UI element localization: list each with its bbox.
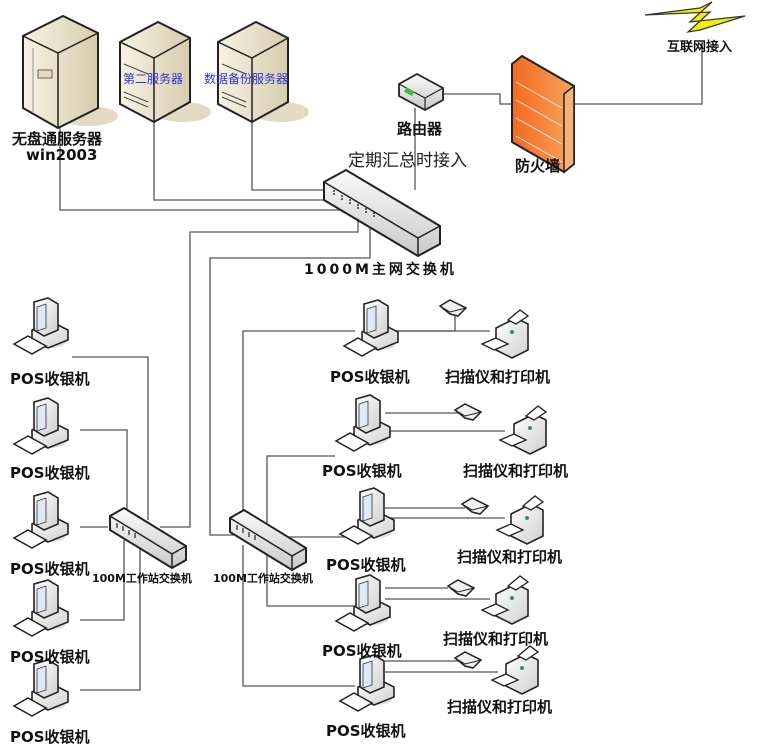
printer-icon	[480, 575, 530, 625]
firewall-label: 防火墙	[515, 157, 561, 175]
main-switch-icon	[323, 168, 441, 258]
pos-computer-icon	[12, 397, 69, 455]
left-pos-label: POS收银机	[10, 728, 90, 746]
right-ws-switch-icon	[229, 508, 307, 572]
scanner-icon	[453, 651, 483, 669]
connection-lines	[59, 45, 703, 691]
router-link-note: 定期汇总时接入	[348, 151, 467, 171]
left-pos-label: POS收银机	[10, 464, 90, 482]
left-pos-label: POS收银机	[10, 648, 90, 666]
link-right-switch-pos-5	[242, 545, 355, 687]
pos-computer-icon	[12, 579, 69, 637]
link-right-switch-pos-2	[266, 455, 335, 540]
scanner-icon	[438, 299, 468, 317]
printer-icon	[495, 495, 545, 545]
link-backup-server-main-switch	[251, 112, 330, 191]
scanner-icon	[453, 403, 483, 421]
pos-computer-icon	[338, 654, 395, 712]
link-right-switch-pos-1	[242, 330, 355, 518]
right-pos-label: POS收银机	[330, 368, 410, 386]
link-diskless-server-main-switch	[59, 120, 358, 211]
internet-label: 互联网接入	[667, 40, 733, 55]
link-main-left-switch	[160, 210, 359, 528]
second-server-label: 第二服务器	[123, 72, 184, 86]
server-icon	[217, 20, 309, 124]
scanner-icon	[460, 497, 490, 515]
left-ws-switch-icon	[109, 506, 187, 570]
right-pos-label: POS收银机	[326, 556, 406, 574]
router-icon	[398, 72, 444, 112]
scanner-printer-label: 扫描仪和打印机	[457, 548, 563, 566]
router-label: 路由器	[397, 120, 443, 138]
right-pos-label: POS收银机	[322, 642, 402, 660]
printer-icon	[498, 405, 548, 455]
printer-icon	[490, 645, 540, 695]
link-left-switch-pos-1	[72, 356, 149, 520]
scanner-printer-label: 扫描仪和打印机	[445, 368, 551, 386]
link-right-switch-pos-4	[266, 545, 355, 607]
diskless-server-os-label: win2003	[26, 146, 98, 164]
link-left-switch-pos-5	[80, 545, 141, 691]
printer-icon	[480, 309, 530, 359]
firewall-icon	[511, 54, 575, 174]
link-left-switch-pos-4	[80, 540, 125, 621]
link-firewall-internet	[556, 45, 703, 105]
left-ws-switch-label: 100M工作站交换机	[92, 572, 192, 585]
pos-computer-icon	[12, 659, 69, 717]
lightning-icon	[644, 1, 746, 33]
pos-computer-icon	[12, 297, 69, 355]
pos-computer-icon	[338, 487, 395, 545]
right-pos-label: POS收银机	[326, 722, 406, 740]
scanner-icon	[446, 579, 476, 597]
scanner-printer-label: 扫描仪和打印机	[463, 462, 569, 480]
server-icon	[119, 20, 211, 124]
link-main-right-switch	[209, 210, 371, 536]
link-left-switch-pos-2	[80, 429, 128, 518]
pos-computer-icon	[342, 299, 399, 357]
left-pos-label: POS收银机	[10, 560, 90, 578]
scanner-printer-label: 扫描仪和打印机	[447, 698, 553, 716]
link-second-server-main-switch	[153, 112, 340, 201]
pos-computer-icon	[334, 394, 391, 452]
right-pos-label: POS收银机	[322, 462, 402, 480]
backup-server-label: 数据备份服务器	[204, 72, 289, 86]
scanner-printer-label: 扫描仪和打印机	[443, 630, 549, 648]
main-switch-label: 1000M主网交换机	[304, 262, 457, 278]
diskless-server-label: 无盘通服务器	[12, 130, 103, 148]
pos-computer-icon	[334, 574, 391, 632]
pos-computer-icon	[12, 491, 69, 549]
right-ws-switch-label: 100M工作站交换机	[213, 572, 313, 585]
left-pos-label: POS收银机	[10, 370, 90, 388]
server-tower-icon	[22, 14, 118, 130]
